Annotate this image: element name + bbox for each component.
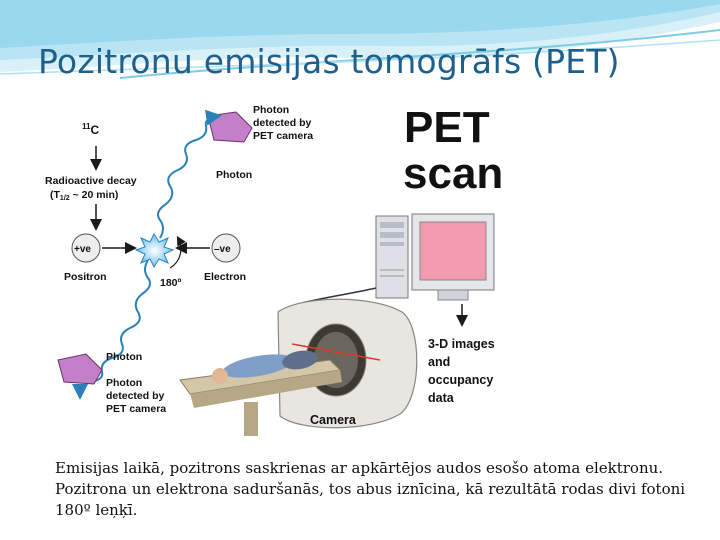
slide-caption: Emisijas laikā, pozitrons saskrienas ar …	[55, 458, 710, 521]
decay-label-line2: (T1/2 ~ 20 min)	[50, 189, 118, 202]
pet-heading-line1: PET	[404, 103, 490, 152]
electron-label: Electron	[204, 271, 246, 283]
isotope-label: 11C	[82, 122, 99, 137]
positron-particle	[71, 233, 101, 263]
bottom-detector-label-line1: Photon	[106, 377, 142, 389]
top-detector-label-line1: Photon	[253, 104, 289, 116]
top-detector-label-line2: detected by	[253, 117, 312, 129]
photon-label-right: Photon	[216, 169, 252, 181]
caption-line-3: 180º leņķī.	[55, 501, 138, 519]
slide-title: Pozitronu emisijas tomogrāfs (PET)	[38, 42, 620, 81]
photon-label-left: Photon	[106, 351, 142, 363]
output-label-line1: 3-D images	[428, 337, 495, 351]
photon-path-lower	[72, 259, 151, 400]
camera-label: Camera	[310, 413, 357, 427]
header-wave-decoration	[0, 0, 720, 79]
annihilation-burst	[134, 232, 175, 269]
bottom-detector-crystal	[57, 353, 103, 385]
decay-label-line1: Radioactive decay	[45, 175, 137, 187]
pet-scan-diagram: PET scan 11C Radioactive decay (T1/2 ~ 2…	[30, 98, 520, 446]
pet-heading-line2: scan	[403, 149, 503, 198]
top-detector-label-line3: PET camera	[253, 130, 313, 142]
caption-line-1: Emisijas laikā, pozitrons saskrienas ar …	[55, 459, 664, 477]
positron-label: Positron	[64, 271, 107, 283]
electron-symbol: –ve	[214, 244, 231, 255]
bottom-detector-label-line2: detected by	[106, 390, 165, 402]
positron-symbol: +ve	[74, 244, 91, 255]
angle-label: 180º	[160, 277, 182, 289]
bottom-detector-label-line3: PET camera	[106, 403, 166, 415]
angle-arc	[169, 235, 186, 269]
caption-line-2: Pozitrona un elektrona saduršanās, tos a…	[55, 480, 686, 498]
output-label-line4: data	[428, 391, 455, 405]
output-label-line3: occupancy	[428, 373, 493, 387]
electron-particle	[211, 233, 241, 263]
photon-path-upper	[157, 109, 222, 239]
computer-tower	[375, 215, 409, 299]
computer-monitor	[411, 213, 495, 301]
output-label-line2: and	[428, 355, 450, 369]
patient	[212, 350, 318, 384]
